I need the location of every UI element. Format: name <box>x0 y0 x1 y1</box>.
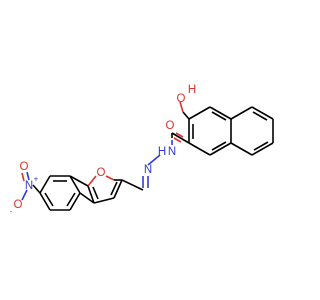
hydroxyl-o-label: O <box>177 93 186 105</box>
hydrazone-linker <box>121 154 161 191</box>
imine-n-label: N <box>144 164 152 176</box>
hydroxyl-h-label: H <box>188 84 196 96</box>
hydroxyl-group <box>179 101 190 120</box>
amide-n-label: N <box>168 146 176 158</box>
molecule-canvas: O H O N H N O N + O O - <box>9 84 274 216</box>
nitro-o-top-label: O <box>20 161 29 173</box>
nitro-o-bottom-label: O <box>14 199 23 211</box>
furan-o-label: O <box>97 167 106 179</box>
nitrophenyl-ring <box>39 175 95 211</box>
amide-h-label: H <box>158 146 166 158</box>
nitro-n-charge: + <box>34 175 39 184</box>
amide-carbonyl <box>171 132 190 145</box>
furan-ring <box>87 175 123 204</box>
naphthalene-ring <box>188 106 274 156</box>
nitro-group <box>21 171 41 201</box>
structure-diagram: O H O N H N O N + O O - <box>10 84 274 216</box>
nitro-o-charge: - <box>10 207 13 216</box>
nitro-n-label: N <box>25 180 33 192</box>
carbonyl-o-label: O <box>166 120 175 132</box>
